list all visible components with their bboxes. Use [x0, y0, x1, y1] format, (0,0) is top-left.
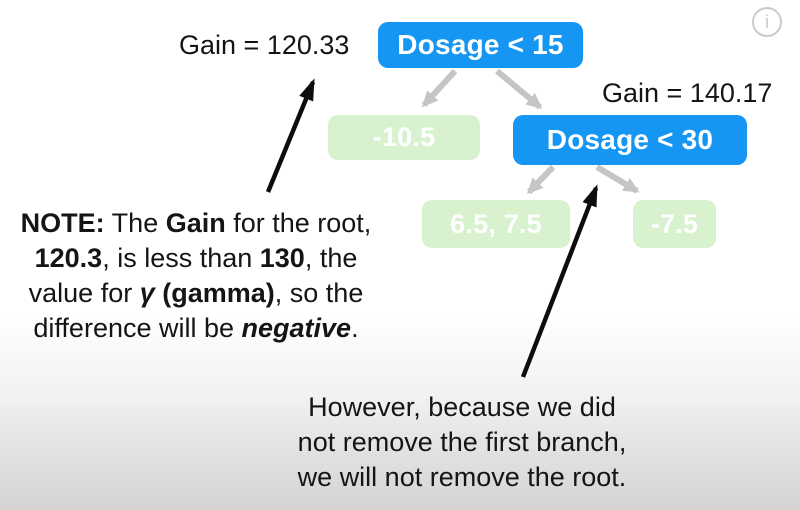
- note-segment: for the root,: [225, 208, 372, 238]
- note-line-3: value for γ (gamma), so the: [0, 276, 392, 311]
- tree-edge-arrow: [495, 68, 543, 110]
- tree-node-root: Dosage < 15: [378, 22, 583, 68]
- note-line-2: 120.3, is less than 130, the: [0, 241, 392, 276]
- note-segment: , so the: [274, 278, 364, 308]
- info-icon-glyph: i: [765, 12, 769, 32]
- note-segment: negative: [241, 313, 352, 343]
- footnote-line-1: However, because we did: [308, 392, 616, 422]
- tree-edge-arrow: [595, 164, 640, 194]
- note-text: NOTE: The Gain for the root, 120.3, is l…: [0, 206, 392, 346]
- note-segment: (gamma): [154, 278, 275, 308]
- gamma-symbol: γ: [139, 278, 155, 308]
- note-segment: NOTE:: [20, 208, 105, 238]
- info-icon[interactable]: i: [752, 7, 782, 37]
- footnote-line-3: we will not remove the root.: [297, 462, 627, 492]
- tree-edge-arrow: [421, 68, 458, 108]
- tree-leaf-right: -7.5: [633, 200, 716, 248]
- tree-edge-arrow: [526, 164, 556, 195]
- footnote-line-2: not remove the first branch,: [297, 427, 627, 457]
- note-segment: Gain: [165, 208, 226, 238]
- note-line-4: difference will be negative.: [0, 311, 392, 346]
- tree-leaf-left: -10.5: [328, 115, 480, 160]
- note-segment: 130: [259, 243, 305, 273]
- gain-label-right: Gain = 140.17: [602, 78, 773, 108]
- annotation-arrow: [265, 78, 316, 193]
- note-segment: .: [351, 313, 359, 343]
- tree-leaf-middle: 6.5, 7.5: [422, 200, 570, 248]
- note-segment: 120.3: [34, 243, 103, 273]
- note-segment: value for: [28, 278, 140, 308]
- note-segment: The: [104, 208, 166, 238]
- footnote-text: However, because we did not remove the f…: [252, 390, 672, 495]
- note-segment: difference will be: [33, 313, 242, 343]
- gain-label-root: Gain = 120.33: [179, 30, 350, 60]
- note-segment: , the: [304, 243, 358, 273]
- note-line-1: NOTE: The Gain for the root,: [0, 206, 392, 241]
- note-segment: , is less than: [102, 243, 260, 273]
- tree-node-right: Dosage < 30: [513, 115, 747, 165]
